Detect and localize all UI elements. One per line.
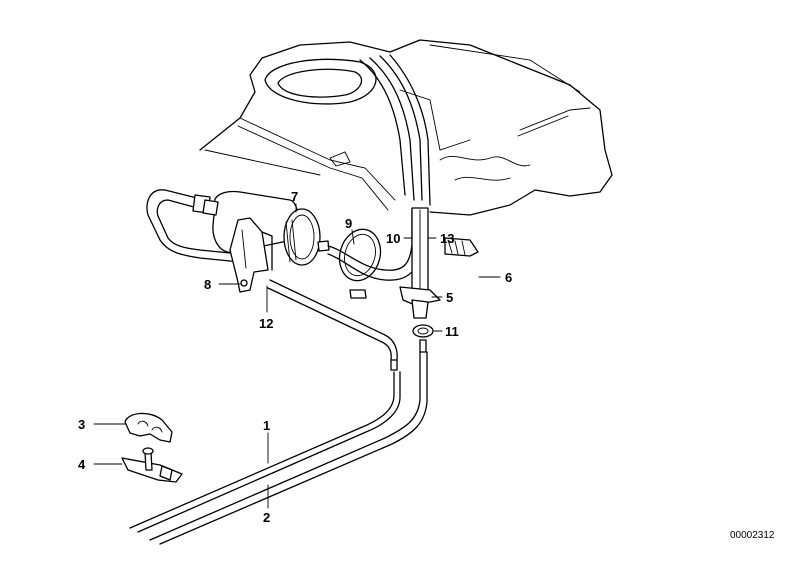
return-line-loop (146, 189, 241, 263)
long-fuel-lines (129, 279, 428, 545)
callout-6: 6 (505, 270, 512, 285)
line-clip (399, 286, 441, 319)
fuel-tank-body (199, 39, 613, 216)
callout-13: 13 (440, 231, 454, 246)
callout-9: 9 (345, 216, 352, 231)
connector (444, 237, 479, 257)
callout-3: 3 (78, 417, 85, 432)
double-clip (124, 412, 173, 443)
callout-7: 7 (291, 189, 298, 204)
vertical-fuel-line (411, 207, 429, 296)
reference-code: 00002312 (730, 530, 775, 541)
callout-4: 4 (78, 457, 86, 472)
tank-fuel-lines (359, 54, 431, 206)
callout-12: 12 (259, 316, 273, 331)
leader-lines (93, 203, 501, 509)
grommet (412, 324, 434, 338)
holder-with-stud (121, 447, 183, 483)
callout-5: 5 (446, 290, 453, 305)
callout-1: 1 (263, 418, 270, 433)
callout-2: 2 (263, 510, 270, 525)
callout-labels: 1 2 3 4 5 6 7 8 9 10 11 12 13 (78, 189, 512, 525)
hose-ring-clamp (338, 228, 382, 299)
filter-bracket (229, 217, 273, 293)
callout-8: 8 (204, 277, 211, 292)
callout-10: 10 (386, 231, 400, 246)
callout-11: 11 (445, 324, 459, 339)
